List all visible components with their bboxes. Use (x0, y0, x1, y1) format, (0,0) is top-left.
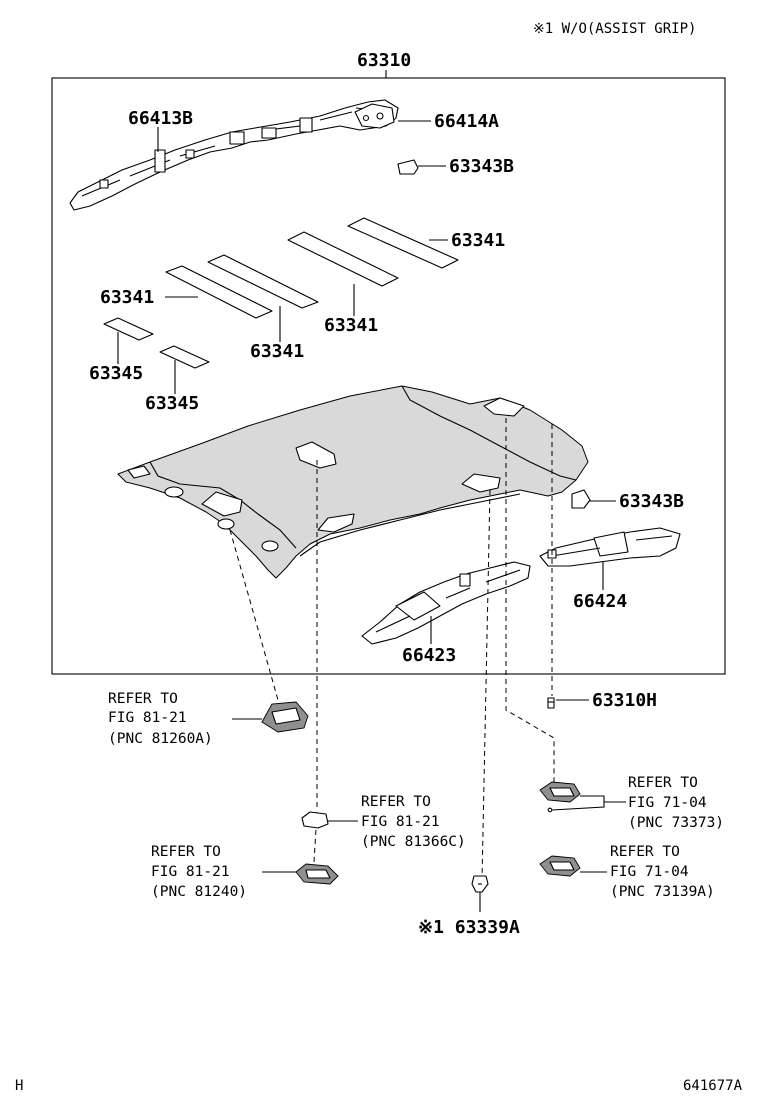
ref2-line3: (PNC 81366C) (361, 834, 466, 850)
footer-left: H (15, 1078, 23, 1094)
ref3-line3: (PNC 81240) (151, 884, 247, 900)
footer-right: 641677A (683, 1078, 743, 1094)
roof-rail-bracket-66424 (539, 527, 681, 567)
label-66413B: 66413B (128, 108, 193, 129)
ref2-line1: REFER TO (361, 794, 431, 810)
roof-rail-bracket-66423 (361, 561, 531, 645)
label-66424: 66424 (573, 591, 627, 612)
lamp-81366C (301, 811, 329, 829)
pad-63341-group (165, 217, 459, 319)
ref1-line2: FIG 81-21 (108, 710, 187, 726)
lamp-81240 (295, 863, 339, 885)
label-63339A: ※1 63339A (418, 917, 520, 938)
pad-63345-a (103, 317, 154, 341)
pad-63343B-mid (571, 489, 591, 509)
ref5-line2: FIG 71-04 (610, 864, 689, 880)
ref4-line1: REFER TO (628, 775, 698, 791)
label-63343B-mid: 63343B (619, 491, 684, 512)
ref3-line2: FIG 81-21 (151, 864, 230, 880)
screw-63310H (547, 697, 555, 709)
label-63341-c: 63341 (324, 315, 378, 336)
label-63345-a: 63345 (89, 363, 143, 384)
assist-grip-cover-73139A (539, 855, 581, 877)
label-63345-b: 63345 (145, 393, 199, 414)
roof-rail-bracket-upper (69, 99, 399, 211)
clip-63339A (471, 875, 489, 893)
ref2-line2: FIG 81-21 (361, 814, 440, 830)
ref4-line2: FIG 71-04 (628, 795, 707, 811)
ref4-line3: (PNC 73373) (628, 815, 724, 831)
assembly-frame (51, 77, 726, 675)
label-63343B-top: 63343B (449, 156, 514, 177)
note-text: ※1 W/O(ASSIST GRIP) (533, 21, 696, 37)
pad-63345-b (159, 345, 210, 369)
ref5-line3: (PNC 73139A) (610, 884, 715, 900)
map-lamp-81260A (261, 701, 309, 733)
ref1-line3: (PNC 81260A) (108, 731, 213, 747)
ref5-line1: REFER TO (610, 844, 680, 860)
pad-63343B-top (397, 159, 419, 175)
label-66414A: 66414A (434, 111, 499, 132)
label-63310H: 63310H (592, 690, 657, 711)
assembly-label: 63310 (357, 50, 411, 71)
dashed-connectors (229, 418, 555, 881)
headliner-panel (117, 385, 589, 579)
label-63341-d: 63341 (250, 341, 304, 362)
label-63341-a: 63341 (451, 230, 505, 251)
label-63341-b: 63341 (100, 287, 154, 308)
ref1-line1: REFER TO (108, 691, 178, 707)
label-66423: 66423 (402, 645, 456, 666)
ref3-line1: REFER TO (151, 844, 221, 860)
assist-grip-cover-73373 (539, 781, 581, 813)
